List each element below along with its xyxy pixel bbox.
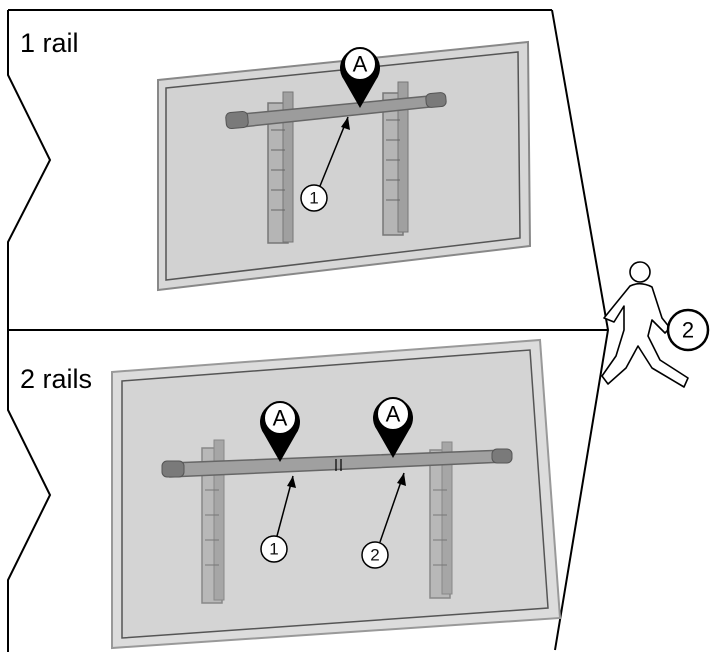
panel-two-rails: 2 rails [20,340,560,648]
person-count: 2 [682,318,694,343]
tv-panel-bottom [112,340,560,648]
callout-number: 1 [269,540,278,559]
callout-number: 1 [309,189,318,208]
person-count-badge: 2 [668,310,708,350]
panel-title-two-rails: 2 rails [20,364,92,394]
pin-label: A [386,402,401,427]
panel-title-one-rail: 1 rail [20,28,79,58]
pin-label: A [273,406,288,431]
callout-number: 2 [370,546,379,565]
panel-one-rail: 1 rail [20,28,530,290]
pin-label: A [353,52,368,77]
